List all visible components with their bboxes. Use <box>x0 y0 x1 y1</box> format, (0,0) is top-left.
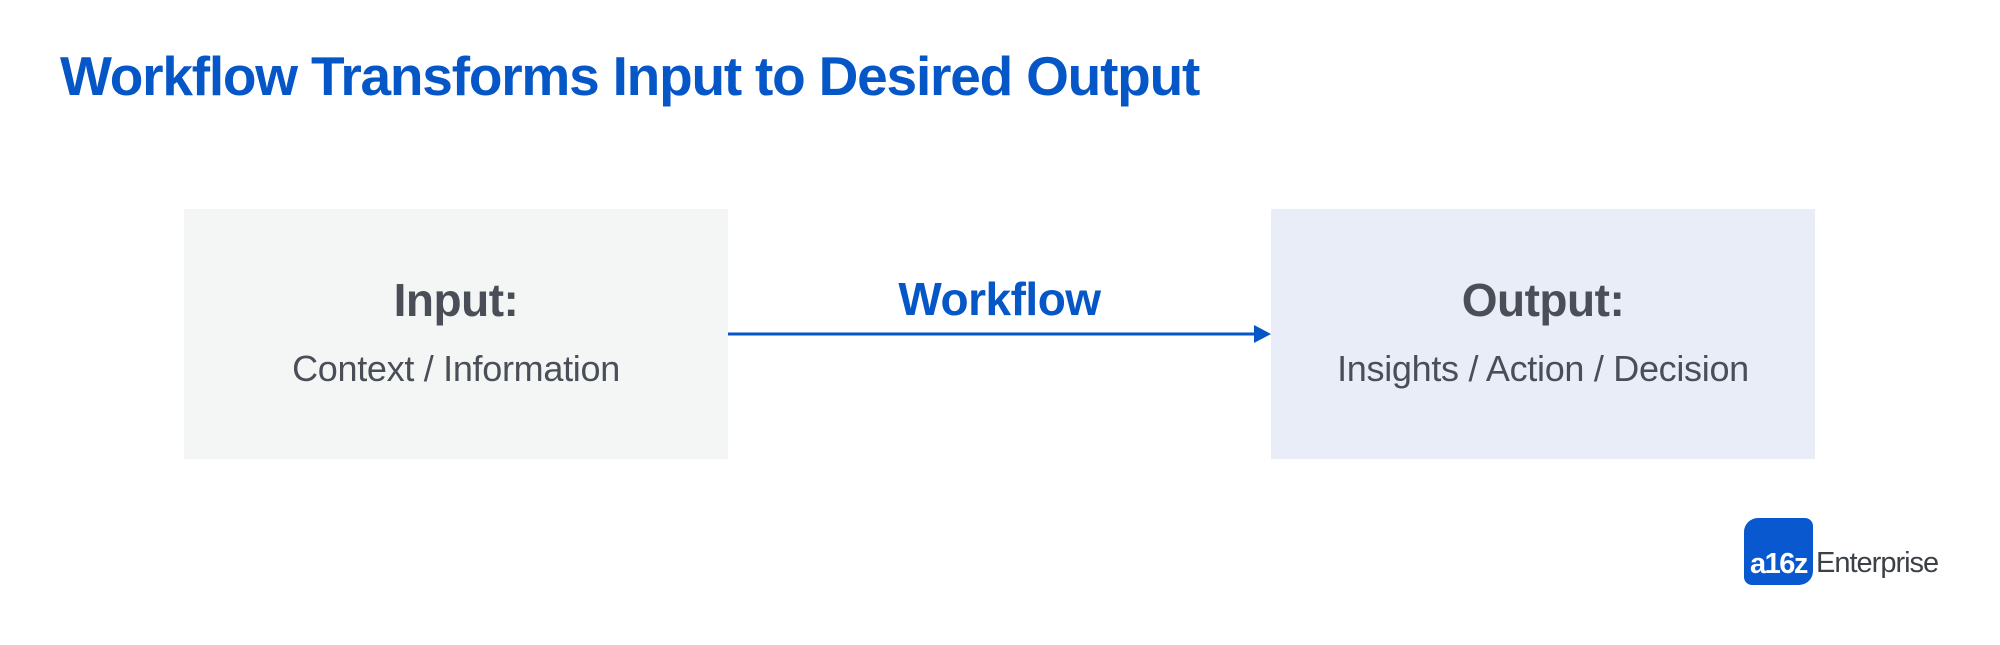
output-box: Output: Insights / Action / Decision <box>1271 209 1815 459</box>
arrow-right-icon <box>728 325 1271 343</box>
output-heading: Output: <box>1461 274 1625 326</box>
input-box: Input: Context / Information <box>184 209 728 459</box>
input-heading: Input: <box>393 274 519 326</box>
logo-wordmark: Enterprise <box>1816 547 1939 579</box>
input-subtitle: Context / Information <box>292 348 620 389</box>
workflow-label: Workflow <box>898 273 1101 325</box>
a16z-logo-icon: a16z <box>1744 518 1813 585</box>
page-title: Workflow Transforms Input to Desired Out… <box>60 45 1200 107</box>
logo-mark-text: a16z <box>1750 548 1808 580</box>
a16z-enterprise-logo: a16z Enterprise <box>1744 518 1939 585</box>
output-subtitle: Insights / Action / Decision <box>1337 348 1749 389</box>
